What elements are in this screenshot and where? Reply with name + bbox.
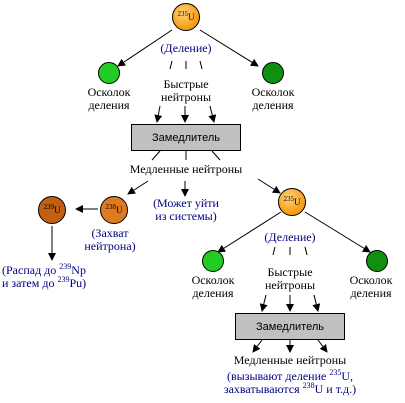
fragment-label-left-bottom: Осколок деления	[180, 274, 246, 300]
fragment-label-line: деления	[252, 98, 294, 112]
capture-line: (Захват	[91, 226, 129, 240]
decay-line-1: (Распад до 239Np	[2, 262, 102, 277]
fragment-label-line: деления	[88, 98, 130, 112]
nucleus-mass: 238	[105, 203, 117, 211]
isotope-symbol: Pu)	[69, 276, 87, 290]
fragment-label-line: деления	[192, 286, 234, 300]
decay-line-2: и затем до 239Pu)	[2, 275, 102, 290]
fragment-label-line: Осколок	[251, 85, 295, 99]
result-line-2: захватываются 238U и т.д.)	[206, 381, 374, 396]
fast-neutrons-line: Быстрые	[163, 77, 209, 91]
fission-label-top: (Деление)	[160, 41, 212, 55]
nucleus-mass: 239	[43, 203, 55, 211]
nucleus-mass: 235	[177, 10, 189, 18]
fission-label-bottom: (Деление)	[264, 230, 316, 244]
decay-label: (Распад до 239Np и затем до 239Pu)	[2, 262, 102, 290]
fragment-label-line: Осколок	[349, 273, 393, 287]
nucleus-symbol: U	[294, 197, 301, 207]
isotope-symbol: U,	[341, 369, 353, 383]
isotope-mass: 239	[59, 262, 72, 271]
fast-neutrons-line: нейтроны	[160, 90, 212, 104]
fission-fragment-left-top	[98, 62, 120, 84]
fragment-label-line: Осколок	[191, 273, 235, 287]
result-line-1: (вызывают деление 235U,	[206, 368, 374, 383]
escape-line: из системы)	[155, 209, 217, 223]
neutron-capture-label: (Захват нейтрона)	[72, 227, 148, 253]
fission-fragment-left-bottom	[202, 250, 224, 272]
slow-neutrons-label-top: Медленные нейтроны	[129, 162, 243, 176]
result-text: захватываются	[223, 382, 303, 396]
fragment-label-line: Осколок	[87, 85, 131, 99]
nucleus-symbol: U	[188, 12, 195, 22]
escape-line: (Может уйти	[153, 196, 219, 210]
fast-neutrons-label-top: Быстрые нейтроны	[146, 78, 226, 104]
decay-text: и затем до	[2, 276, 58, 290]
decay-text: (Распад до	[2, 263, 60, 277]
slow-neutrons-label-bottom: Медленные нейтроны	[233, 353, 347, 367]
escape-system-label: (Может уйти из системы)	[146, 197, 226, 223]
result-label-bottom: (вызывают деление 235U, захватываются 23…	[206, 368, 374, 396]
fast-neutrons-label-bottom: Быстрые нейтроны	[250, 266, 330, 292]
isotope-symbol: Np	[71, 263, 86, 277]
fragment-label-right-top: Осколок деления	[240, 86, 306, 112]
nucleus-symbol: U	[116, 205, 123, 215]
capture-line: нейтрона)	[84, 239, 136, 253]
nucleus-mass: 235	[283, 195, 295, 203]
isotope-mass: 235	[329, 368, 342, 377]
isotope-mass: 238	[302, 381, 315, 390]
isotope-symbol: U и т.д.)	[314, 382, 357, 396]
isotope-mass: 239	[57, 275, 70, 284]
fast-neutrons-line: Быстрые	[267, 265, 313, 279]
fragment-label-line: деления	[350, 286, 392, 300]
moderator-box-bottom: Замедлитель	[235, 313, 345, 340]
fission-fragment-right-top	[262, 62, 284, 84]
fast-neutrons-line: нейтроны	[264, 278, 316, 292]
result-text: (вызывают деление	[227, 369, 330, 383]
fission-fragment-right-bottom	[366, 250, 388, 272]
fragment-label-left-top: Осколок деления	[76, 86, 142, 112]
moderator-box-top: Замедлитель	[131, 124, 241, 151]
fragment-label-right-bottom: Осколок деления	[338, 274, 404, 300]
nucleus-symbol: U	[54, 205, 61, 215]
